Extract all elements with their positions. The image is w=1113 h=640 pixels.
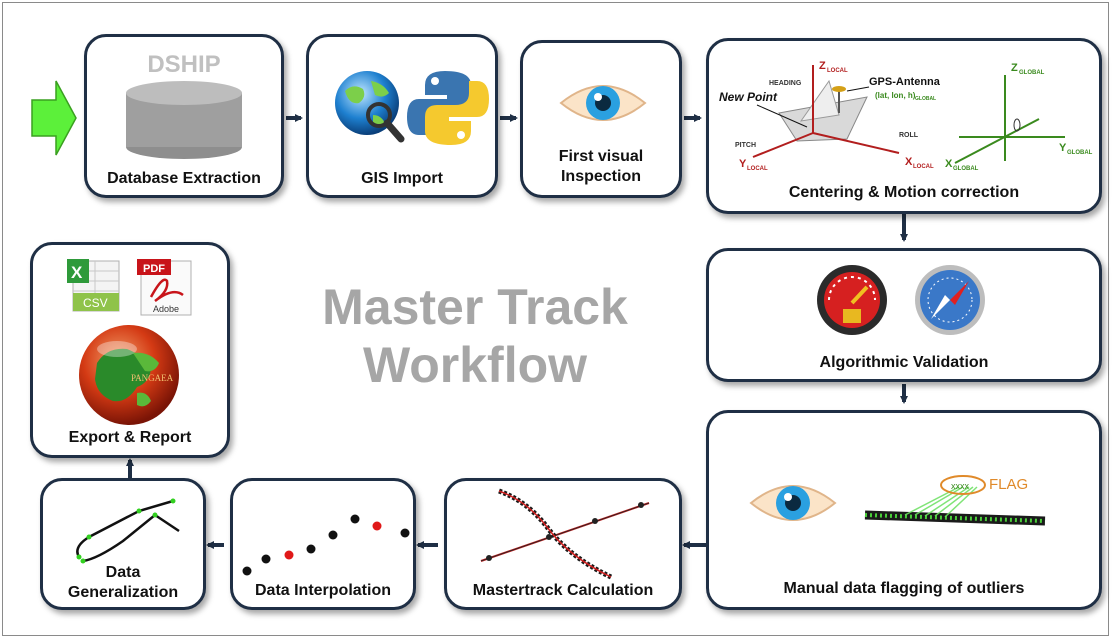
- centering-label: Centering & Motion correction: [788, 184, 1020, 201]
- speedometer-icon: [817, 265, 887, 335]
- step-first-visual-inspection: First visual Inspection: [520, 40, 682, 198]
- adobe-label: Adobe: [153, 304, 179, 314]
- csv-label: CSV: [83, 296, 108, 310]
- new-point-label: New Point: [719, 90, 778, 104]
- y-local-sub: LOCAL: [747, 166, 768, 172]
- gis-import-label: GIS Import: [361, 170, 443, 187]
- x-local-label: X: [905, 156, 913, 168]
- pitch-label: PITCH: [735, 142, 756, 149]
- z-global-sub: GLOBAL: [1019, 70, 1045, 76]
- svg-text:X: X: [71, 263, 83, 282]
- step-data-interpolation: Data Interpolation: [230, 478, 416, 610]
- pangaea-globe-icon: PANGAEA: [79, 325, 179, 425]
- globe-magnifier-icon: [335, 71, 405, 143]
- dship-label: DSHIP: [147, 51, 221, 78]
- y-global-label: Y: [1059, 142, 1067, 154]
- generalization-track-icon: [76, 498, 180, 564]
- mastertrack-chart-icon: [480, 488, 650, 580]
- flag-label: FLAG: [989, 476, 1028, 493]
- step-centering-motion-correction: Z LOCAL HEADING PITCH ROLL X LOCAL Y LOC…: [706, 38, 1102, 214]
- compass-icon: [915, 265, 985, 335]
- step-manual-flagging: xxxx FLAG Manual data flagging of outlie…: [706, 410, 1102, 610]
- step-database-extraction: DSHIP Database Extraction: [84, 34, 284, 198]
- database-icon: [126, 81, 242, 159]
- x-global-sub: GLOBAL: [953, 166, 979, 172]
- first-visual-line-2: Inspection: [560, 168, 641, 185]
- step-data-generalization: Data Generalization: [40, 478, 206, 610]
- x-local-sub: LOCAL: [913, 164, 934, 170]
- workflow-title: Master Track Workflow: [290, 278, 660, 394]
- gps-coords-label: (lat, lon, h): [875, 91, 916, 100]
- step-gis-import: GIS Import: [306, 34, 498, 198]
- title-line-2: Workflow: [362, 337, 588, 393]
- pdf-file-icon: PDF Adobe: [137, 259, 192, 316]
- first-visual-line-1: First visual: [558, 148, 644, 165]
- title-line-1: Master Track: [322, 279, 628, 335]
- eye-icon: [749, 485, 837, 521]
- y-global-sub: GLOBAL: [1067, 150, 1093, 156]
- gps-coords-sub: GLOBAL: [915, 96, 936, 102]
- motion-correction-diagram: Z LOCAL HEADING PITCH ROLL X LOCAL Y LOC…: [719, 60, 1093, 172]
- pangaea-label: PANGAEA: [131, 373, 174, 383]
- start-arrow-icon: [31, 80, 77, 156]
- svg-text:xxxx: xxxx: [951, 481, 970, 491]
- step-export-report: X CSV PDF Adobe PANGAEA Export & Report: [30, 242, 230, 458]
- csv-file-icon: X CSV: [67, 259, 120, 312]
- step-mastertrack-calculation: Mastertrack Calculation: [444, 478, 682, 610]
- database-extraction-label: Database Extraction: [107, 170, 261, 187]
- pdf-label: PDF: [143, 263, 165, 275]
- export-label: Export & Report: [68, 429, 192, 446]
- interpolation-dots-icon: [242, 514, 410, 576]
- generalization-line-1: Data: [105, 564, 141, 581]
- roll-label: ROLL: [899, 132, 919, 139]
- interpolation-label: Data Interpolation: [254, 582, 391, 599]
- y-local-label: Y: [739, 158, 747, 170]
- generalization-line-2: Generalization: [67, 584, 179, 601]
- algorithmic-label: Algorithmic Validation: [819, 354, 989, 371]
- eye-icon: [559, 85, 647, 121]
- z-local-sub: LOCAL: [827, 68, 848, 74]
- heading-label: HEADING: [769, 80, 802, 87]
- mastertrack-label: Mastertrack Calculation: [472, 582, 654, 599]
- step-algorithmic-validation: Algorithmic Validation: [706, 248, 1102, 382]
- manual-flagging-label: Manual data flagging of outliers: [783, 580, 1025, 597]
- python-icon: [407, 71, 489, 145]
- flagged-track-icon: xxxx FLAG: [864, 475, 1046, 526]
- gps-antenna-label: GPS-Antenna: [869, 76, 941, 88]
- z-global-label: Z: [1011, 62, 1018, 74]
- z-local-label: Z: [819, 60, 826, 72]
- x-global-label: X: [945, 158, 953, 170]
